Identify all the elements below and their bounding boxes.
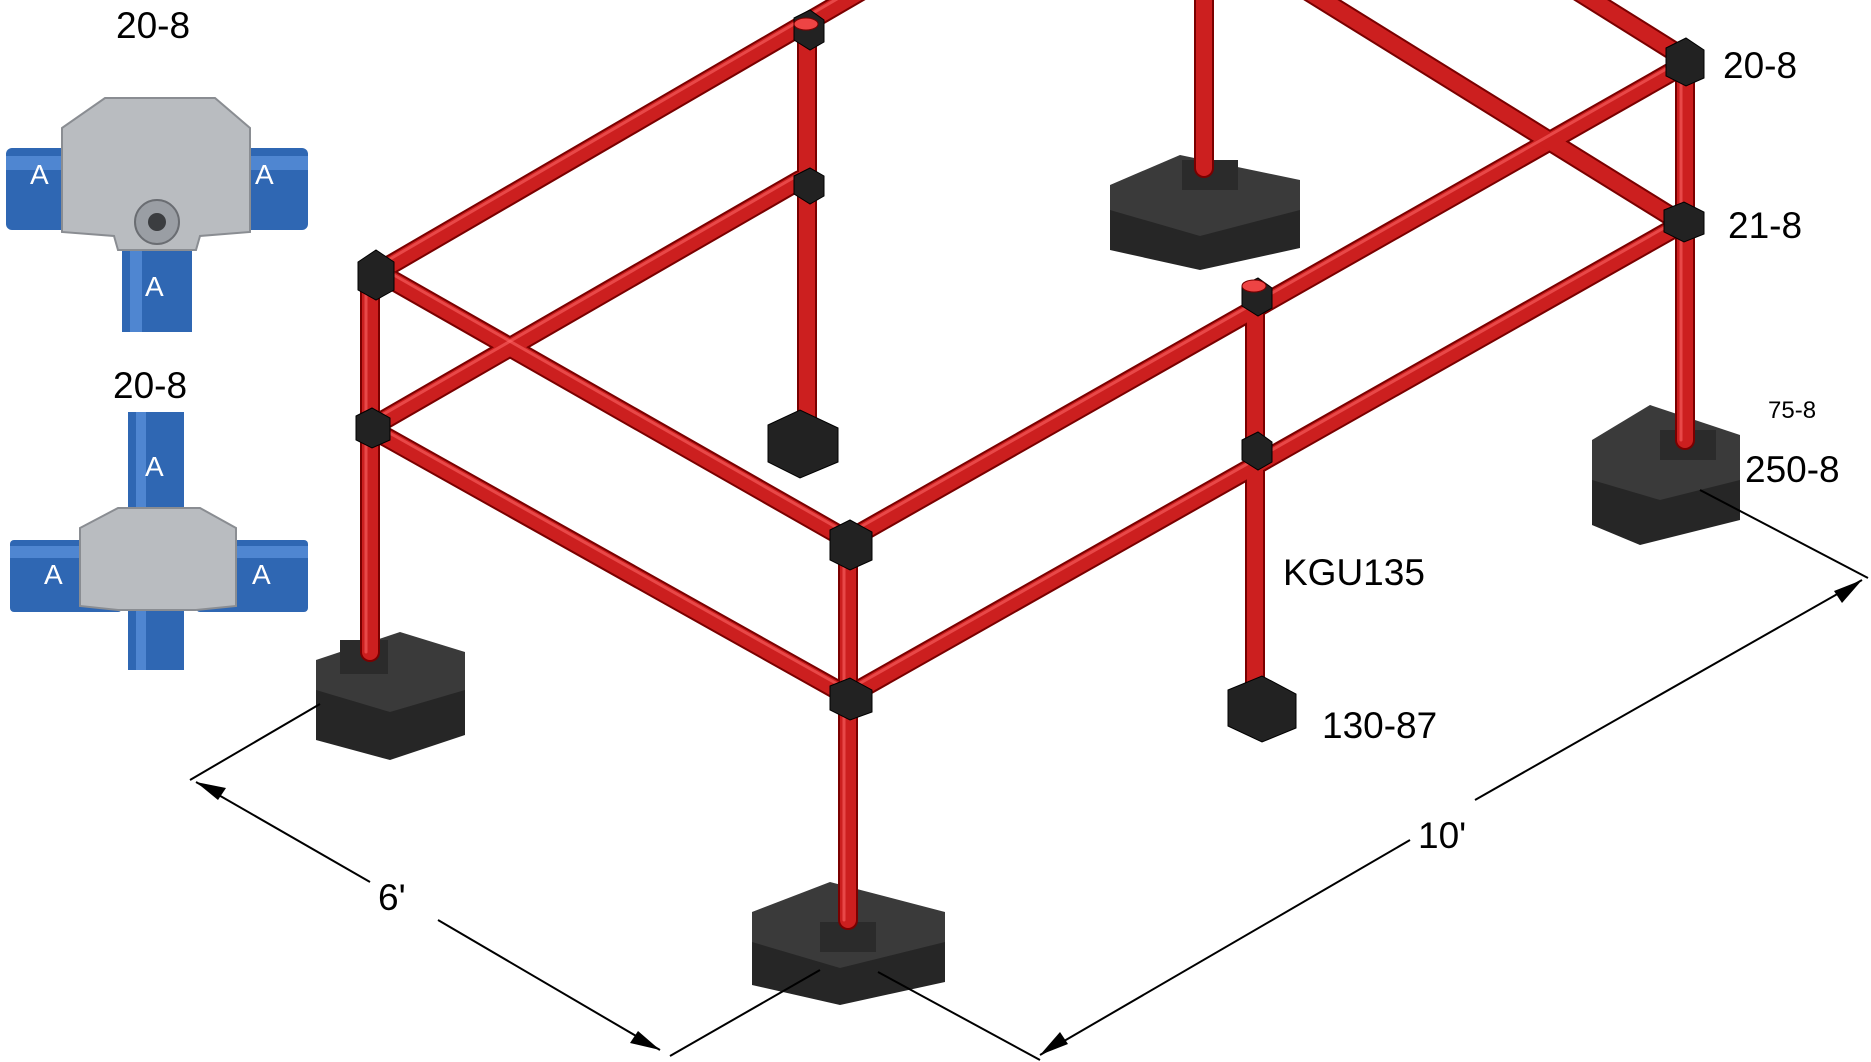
pipe-frame [362, 0, 1693, 928]
callout-base-label: 250-8 [1745, 449, 1840, 490]
dimension-length [877, 489, 1869, 1061]
pipe-letter-a: A [44, 559, 63, 590]
callout-small-code-label: 75-8 [1768, 397, 1816, 424]
pipe-letter-a: A [252, 559, 271, 590]
thumbnail-tee-photo: A A A [5, 410, 310, 672]
thumbnail-tee-label: 20-8 [113, 365, 187, 406]
dimension-width-label: 6' [378, 877, 406, 918]
pipe-frame-shadow [360, 0, 1695, 930]
base-back-right [1592, 405, 1740, 545]
base-front-center [752, 882, 945, 1005]
dimension-width [189, 703, 821, 1057]
base-back-center [1110, 155, 1300, 270]
base-front-left [316, 632, 465, 760]
pipe-letter-a: A [255, 159, 274, 190]
pipe-frame-highlight [364, 0, 1683, 922]
thumbnail-elbow-label: 20-8 [116, 5, 190, 46]
pipe-letter-a: A [30, 159, 49, 190]
callout-gate-label: KGU135 [1283, 552, 1425, 593]
callout-elbow-label: 20-8 [1723, 45, 1797, 86]
thumbnail-elbow-photo: A A A [5, 60, 310, 335]
dimension-length-label: 10' [1418, 815, 1466, 856]
pipe-letter-a: A [145, 271, 164, 302]
callout-flange-label: 130-87 [1322, 705, 1437, 746]
callout-tee-label: 21-8 [1728, 205, 1802, 246]
pipe-letter-a: A [145, 451, 164, 482]
fittings [355, 9, 1705, 743]
